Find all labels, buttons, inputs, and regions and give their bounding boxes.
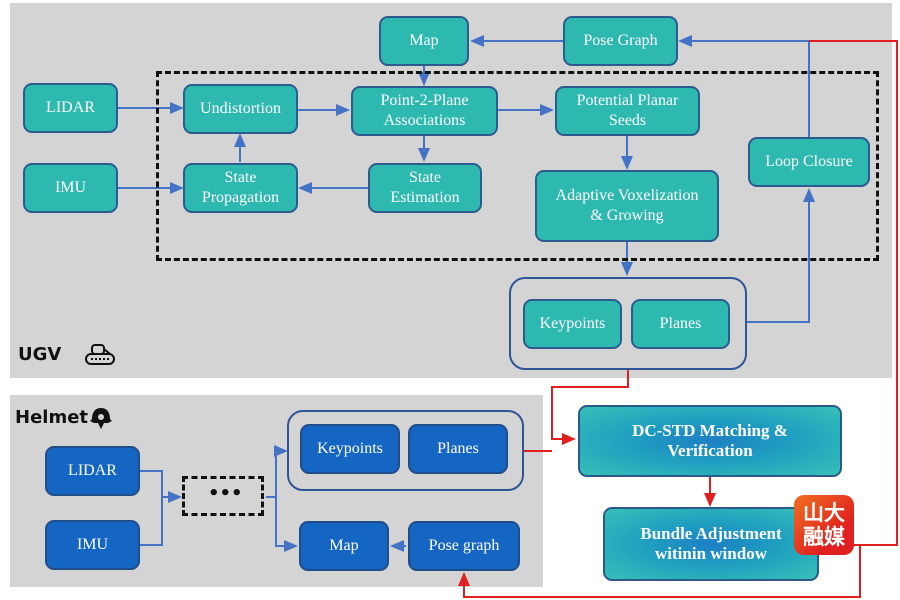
undistortion-node: Undistortion xyxy=(183,84,298,134)
helmet-imu-node: IMU xyxy=(45,520,140,570)
helmet-map-node: Map xyxy=(299,521,389,571)
state-estimation-node: State Estimation xyxy=(368,163,482,213)
bundle-adjustment-node: Bundle Adjustment witinin window xyxy=(603,507,819,581)
watermark-logo: 山大 融媒 xyxy=(794,495,854,555)
loop-closure-node: Loop Closure xyxy=(748,137,870,187)
helmet-planes-node: Planes xyxy=(408,424,508,474)
edge-helmet-lidar-merge xyxy=(140,470,182,503)
ugv-imu-node: IMU xyxy=(23,163,118,213)
helmet-lidar-node: LIDAR xyxy=(45,446,140,496)
potential-planar-seeds-node: Potential Planar Seeds xyxy=(555,86,700,136)
edge-helmet-imu-merge xyxy=(140,497,163,546)
dc-std-matching-node: DC-STD Matching & Verification xyxy=(578,405,842,477)
helmet-icon xyxy=(90,408,112,429)
ugv-map-node: Map xyxy=(379,16,469,66)
adaptive-voxelization-node: Adaptive Voxelization & Growing xyxy=(535,170,719,242)
edge-ellipsis-features xyxy=(266,445,288,498)
edge-bundle-helmet-posegraph xyxy=(458,545,861,598)
point-2-plane-node: Point-2-Plane Associations xyxy=(351,86,498,136)
edge-features-loopclosure xyxy=(747,188,815,323)
ugv-features-group xyxy=(509,277,747,370)
helmet-pose-graph-node: Pose graph xyxy=(408,521,520,571)
ugv-keypoints-node: Keypoints xyxy=(523,299,622,349)
ugv-planes-node: Planes xyxy=(631,299,730,349)
helmet-label: Helmet xyxy=(15,407,89,428)
ugv-lidar-node: LIDAR xyxy=(23,83,118,133)
edge-ugv-features-dcstd xyxy=(551,370,629,445)
odometry-dashed-frame xyxy=(156,71,879,261)
ugv-pose-graph-node: Pose Graph xyxy=(563,16,678,66)
edge-bundle-ugv-posegraph xyxy=(809,40,898,546)
helmet-features-group xyxy=(287,410,524,491)
edge-ellipsis-map xyxy=(275,497,298,552)
ugv-label: UGV xyxy=(18,344,62,365)
helmet-keypoints-node: Keypoints xyxy=(300,424,400,474)
helmet-ellipsis-frame xyxy=(182,476,264,516)
state-propagation-node: State Propagation xyxy=(183,163,298,213)
rover-icon xyxy=(85,344,115,365)
helmet-ellipsis: ••• xyxy=(208,483,243,504)
